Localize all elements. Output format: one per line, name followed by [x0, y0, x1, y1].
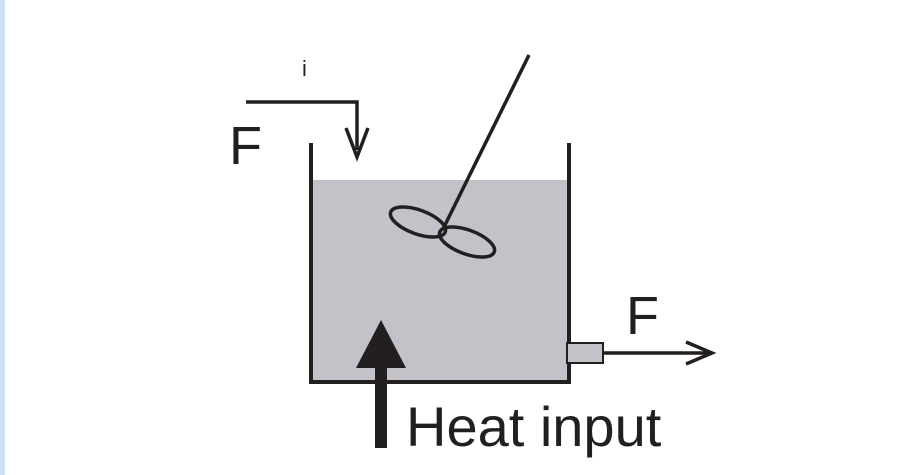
- left-border-strip: [0, 0, 5, 475]
- heat-input-label: Heat input: [406, 395, 662, 458]
- tank-walls: [309, 143, 571, 384]
- inlet-arrowhead: [344, 127, 370, 162]
- impeller-blade-left: [388, 205, 448, 239]
- agitator-shaft: [441, 54, 531, 230]
- inlet-flow-label: F: [229, 116, 262, 176]
- outlet-flow-label: F: [626, 286, 659, 346]
- tank-liquid: [311, 180, 569, 382]
- inlet-flow-subscript: i: [302, 56, 307, 81]
- outlet-pipe: [566, 342, 604, 364]
- impeller-blade-right: [437, 225, 497, 259]
- heat-input-arrow-shaft: [375, 364, 387, 448]
- inlet-arrow: [246, 100, 359, 150]
- outlet-arrowhead: [685, 340, 717, 366]
- heat-input-arrowhead: [356, 320, 406, 368]
